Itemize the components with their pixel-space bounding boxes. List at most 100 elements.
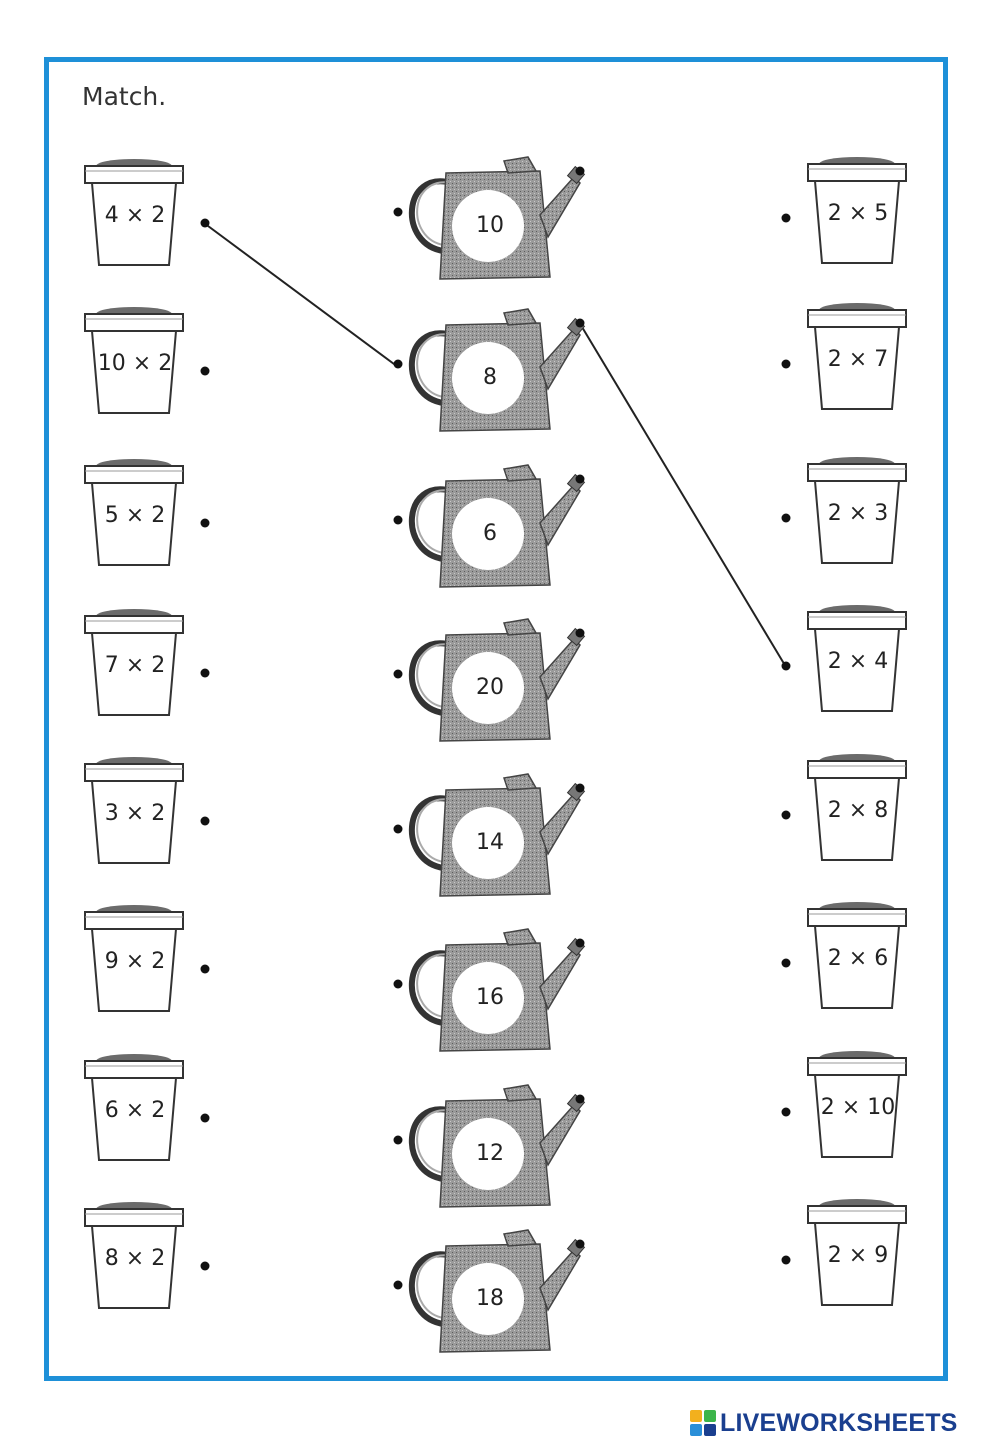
brand-name: LIVEWORKSHEETS — [720, 1408, 958, 1437]
watering-can-icon — [409, 1229, 586, 1353]
flower-pot-icon — [84, 1202, 184, 1309]
watering-can-number: 6 — [483, 521, 497, 546]
right-pot-expression: 2 × 9 — [827, 1243, 889, 1268]
flower-pot-icon — [807, 303, 907, 410]
watering-can-icon — [409, 156, 586, 280]
watering-can-icon — [409, 928, 586, 1052]
left-pot-item: 10 × 2 — [80, 305, 188, 417]
left-pot-expression: 4 × 2 — [104, 203, 166, 228]
can-left-dot[interactable] — [393, 359, 403, 369]
can-left-dot[interactable] — [393, 1280, 403, 1290]
can-left-dot[interactable] — [393, 515, 403, 525]
left-pot-dot[interactable] — [200, 816, 210, 826]
watering-can-icon — [409, 1084, 586, 1208]
watering-can-number: 20 — [476, 675, 504, 700]
right-pot-expression: 2 × 5 — [827, 201, 889, 226]
right-pot-expression: 2 × 4 — [827, 649, 889, 674]
right-pot-dot[interactable] — [781, 661, 791, 671]
flower-pot-icon — [84, 905, 184, 1012]
right-pot-dot[interactable] — [781, 1255, 791, 1265]
left-pot-item: 6 × 2 — [80, 1052, 188, 1164]
footer-brand: LIVEWORKSHEETS — [690, 1408, 958, 1438]
left-pot-dot[interactable] — [200, 218, 210, 228]
right-pot-dot[interactable] — [781, 513, 791, 523]
right-pot-dot[interactable] — [781, 810, 791, 820]
left-pot-dot[interactable] — [200, 668, 210, 678]
instruction-title: Match. — [82, 82, 167, 111]
flower-pot-icon — [807, 1199, 907, 1306]
match-line-4x2-to-8 — [203, 222, 399, 368]
can-left-dot[interactable] — [393, 1135, 403, 1145]
can-right-dot[interactable] — [575, 783, 585, 793]
right-pot-item: 2 × 8 — [803, 752, 911, 864]
watering-can-icon — [409, 773, 586, 897]
right-pot-expression: 2 × 7 — [827, 347, 889, 372]
flower-pot-icon — [84, 757, 184, 864]
left-pot-expression: 6 × 2 — [104, 1098, 166, 1123]
liveworksheets-logo-icon — [690, 1410, 716, 1436]
left-pot-expression: 3 × 2 — [104, 801, 166, 826]
left-pot-dot[interactable] — [200, 1113, 210, 1123]
watering-can-item: 10 — [400, 155, 590, 285]
can-right-dot[interactable] — [575, 938, 585, 948]
left-pot-dot[interactable] — [200, 366, 210, 376]
right-pot-dot[interactable] — [781, 213, 791, 223]
right-pot-item: 2 × 3 — [803, 455, 911, 567]
watering-can-number: 14 — [476, 830, 504, 855]
right-pot-expression: 2 × 3 — [827, 501, 889, 526]
watering-can-item: 8 — [400, 307, 590, 437]
flower-pot-icon — [807, 902, 907, 1009]
flower-pot-icon — [84, 159, 184, 266]
can-right-dot[interactable] — [575, 1239, 585, 1249]
right-pot-item: 2 × 7 — [803, 301, 911, 413]
right-pot-expression: 2 × 10 — [820, 1095, 896, 1120]
can-left-dot[interactable] — [393, 207, 403, 217]
watering-can-item: 16 — [400, 927, 590, 1057]
right-pot-item: 2 × 5 — [803, 155, 911, 267]
watering-can-item: 12 — [400, 1083, 590, 1213]
left-pot-item: 8 × 2 — [80, 1200, 188, 1312]
watering-can-icon — [409, 308, 586, 432]
left-pot-item: 9 × 2 — [80, 903, 188, 1015]
left-pot-item: 4 × 2 — [80, 157, 188, 269]
flower-pot-icon — [807, 457, 907, 564]
watering-can-item: 18 — [400, 1228, 590, 1358]
watering-can-item: 14 — [400, 772, 590, 902]
right-pot-expression: 2 × 6 — [827, 946, 889, 971]
can-right-dot[interactable] — [575, 628, 585, 638]
right-pot-item: 2 × 6 — [803, 900, 911, 1012]
flower-pot-icon — [84, 1054, 184, 1161]
right-pot-item: 2 × 9 — [803, 1197, 911, 1309]
left-pot-expression: 8 × 2 — [104, 1246, 166, 1271]
left-pot-item: 5 × 2 — [80, 457, 188, 569]
can-left-dot[interactable] — [393, 669, 403, 679]
watering-can-number: 12 — [476, 1141, 504, 1166]
left-pot-expression: 7 × 2 — [104, 653, 166, 678]
left-pot-dot[interactable] — [200, 518, 210, 528]
right-pot-dot[interactable] — [781, 359, 791, 369]
match-line-8-to-2x4 — [578, 321, 787, 668]
right-pot-dot[interactable] — [781, 958, 791, 968]
watering-can-item: 20 — [400, 617, 590, 747]
can-right-dot[interactable] — [575, 318, 585, 328]
right-pot-dot[interactable] — [781, 1107, 791, 1117]
left-pot-expression: 10 × 2 — [97, 351, 173, 376]
can-right-dot[interactable] — [575, 474, 585, 484]
can-left-dot[interactable] — [393, 979, 403, 989]
can-right-dot[interactable] — [575, 166, 585, 176]
watering-can-icon — [409, 464, 586, 588]
left-pot-dot[interactable] — [200, 1261, 210, 1271]
can-left-dot[interactable] — [393, 824, 403, 834]
left-pot-dot[interactable] — [200, 964, 210, 974]
can-right-dot[interactable] — [575, 1094, 585, 1104]
left-pot-item: 7 × 2 — [80, 607, 188, 719]
watering-can-number: 18 — [476, 1286, 504, 1311]
left-pot-expression: 9 × 2 — [104, 949, 166, 974]
flower-pot-icon — [807, 157, 907, 264]
left-pot-item: 3 × 2 — [80, 755, 188, 867]
left-pot-expression: 5 × 2 — [104, 503, 166, 528]
flower-pot-icon — [807, 1051, 907, 1158]
right-pot-item: 2 × 4 — [803, 603, 911, 715]
watering-can-item: 6 — [400, 463, 590, 593]
